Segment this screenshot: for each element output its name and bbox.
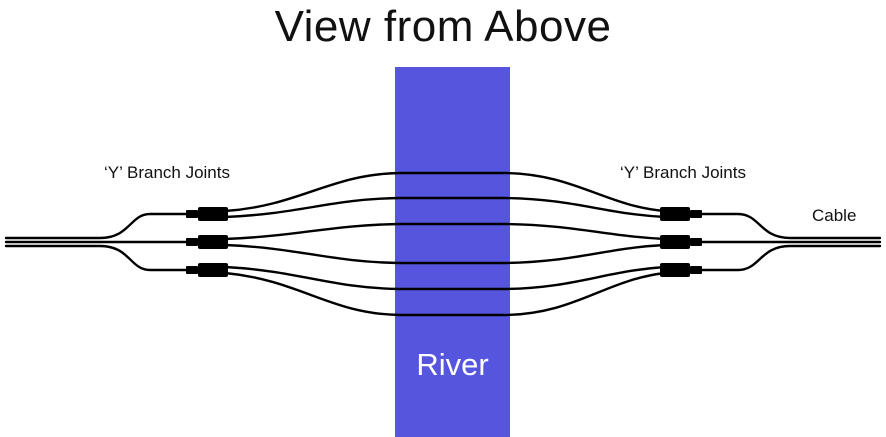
river-label: River xyxy=(416,347,489,382)
diagram-title: View from Above xyxy=(274,2,612,51)
trunk-line-right-3 xyxy=(698,244,882,272)
branch-cable-2 xyxy=(223,196,667,219)
branch-cable-3 xyxy=(223,222,667,241)
trunk-line-right-1 xyxy=(698,212,882,240)
y-joint-right-top xyxy=(660,207,702,221)
right-joints-label: ‘Y’ Branch Joints xyxy=(620,163,746,182)
y-joint-right-middle xyxy=(660,235,702,249)
y-joint-left-top xyxy=(186,207,228,221)
branch-cable-1 xyxy=(223,171,667,213)
trunk-line-left-3 xyxy=(4,244,192,272)
y-joint-left-bottom xyxy=(186,263,228,277)
y-joint-left-middle xyxy=(186,235,228,249)
cable-label: Cable xyxy=(812,206,857,225)
y-joint-right-bottom xyxy=(660,263,702,277)
branch-cable-5 xyxy=(223,265,667,291)
left-joints-label: ‘Y’ Branch Joints xyxy=(104,163,230,182)
river xyxy=(395,67,510,437)
trunk-line-left-1 xyxy=(4,212,192,240)
branch-cable-6 xyxy=(223,271,667,317)
branch-cable-4 xyxy=(223,243,667,265)
